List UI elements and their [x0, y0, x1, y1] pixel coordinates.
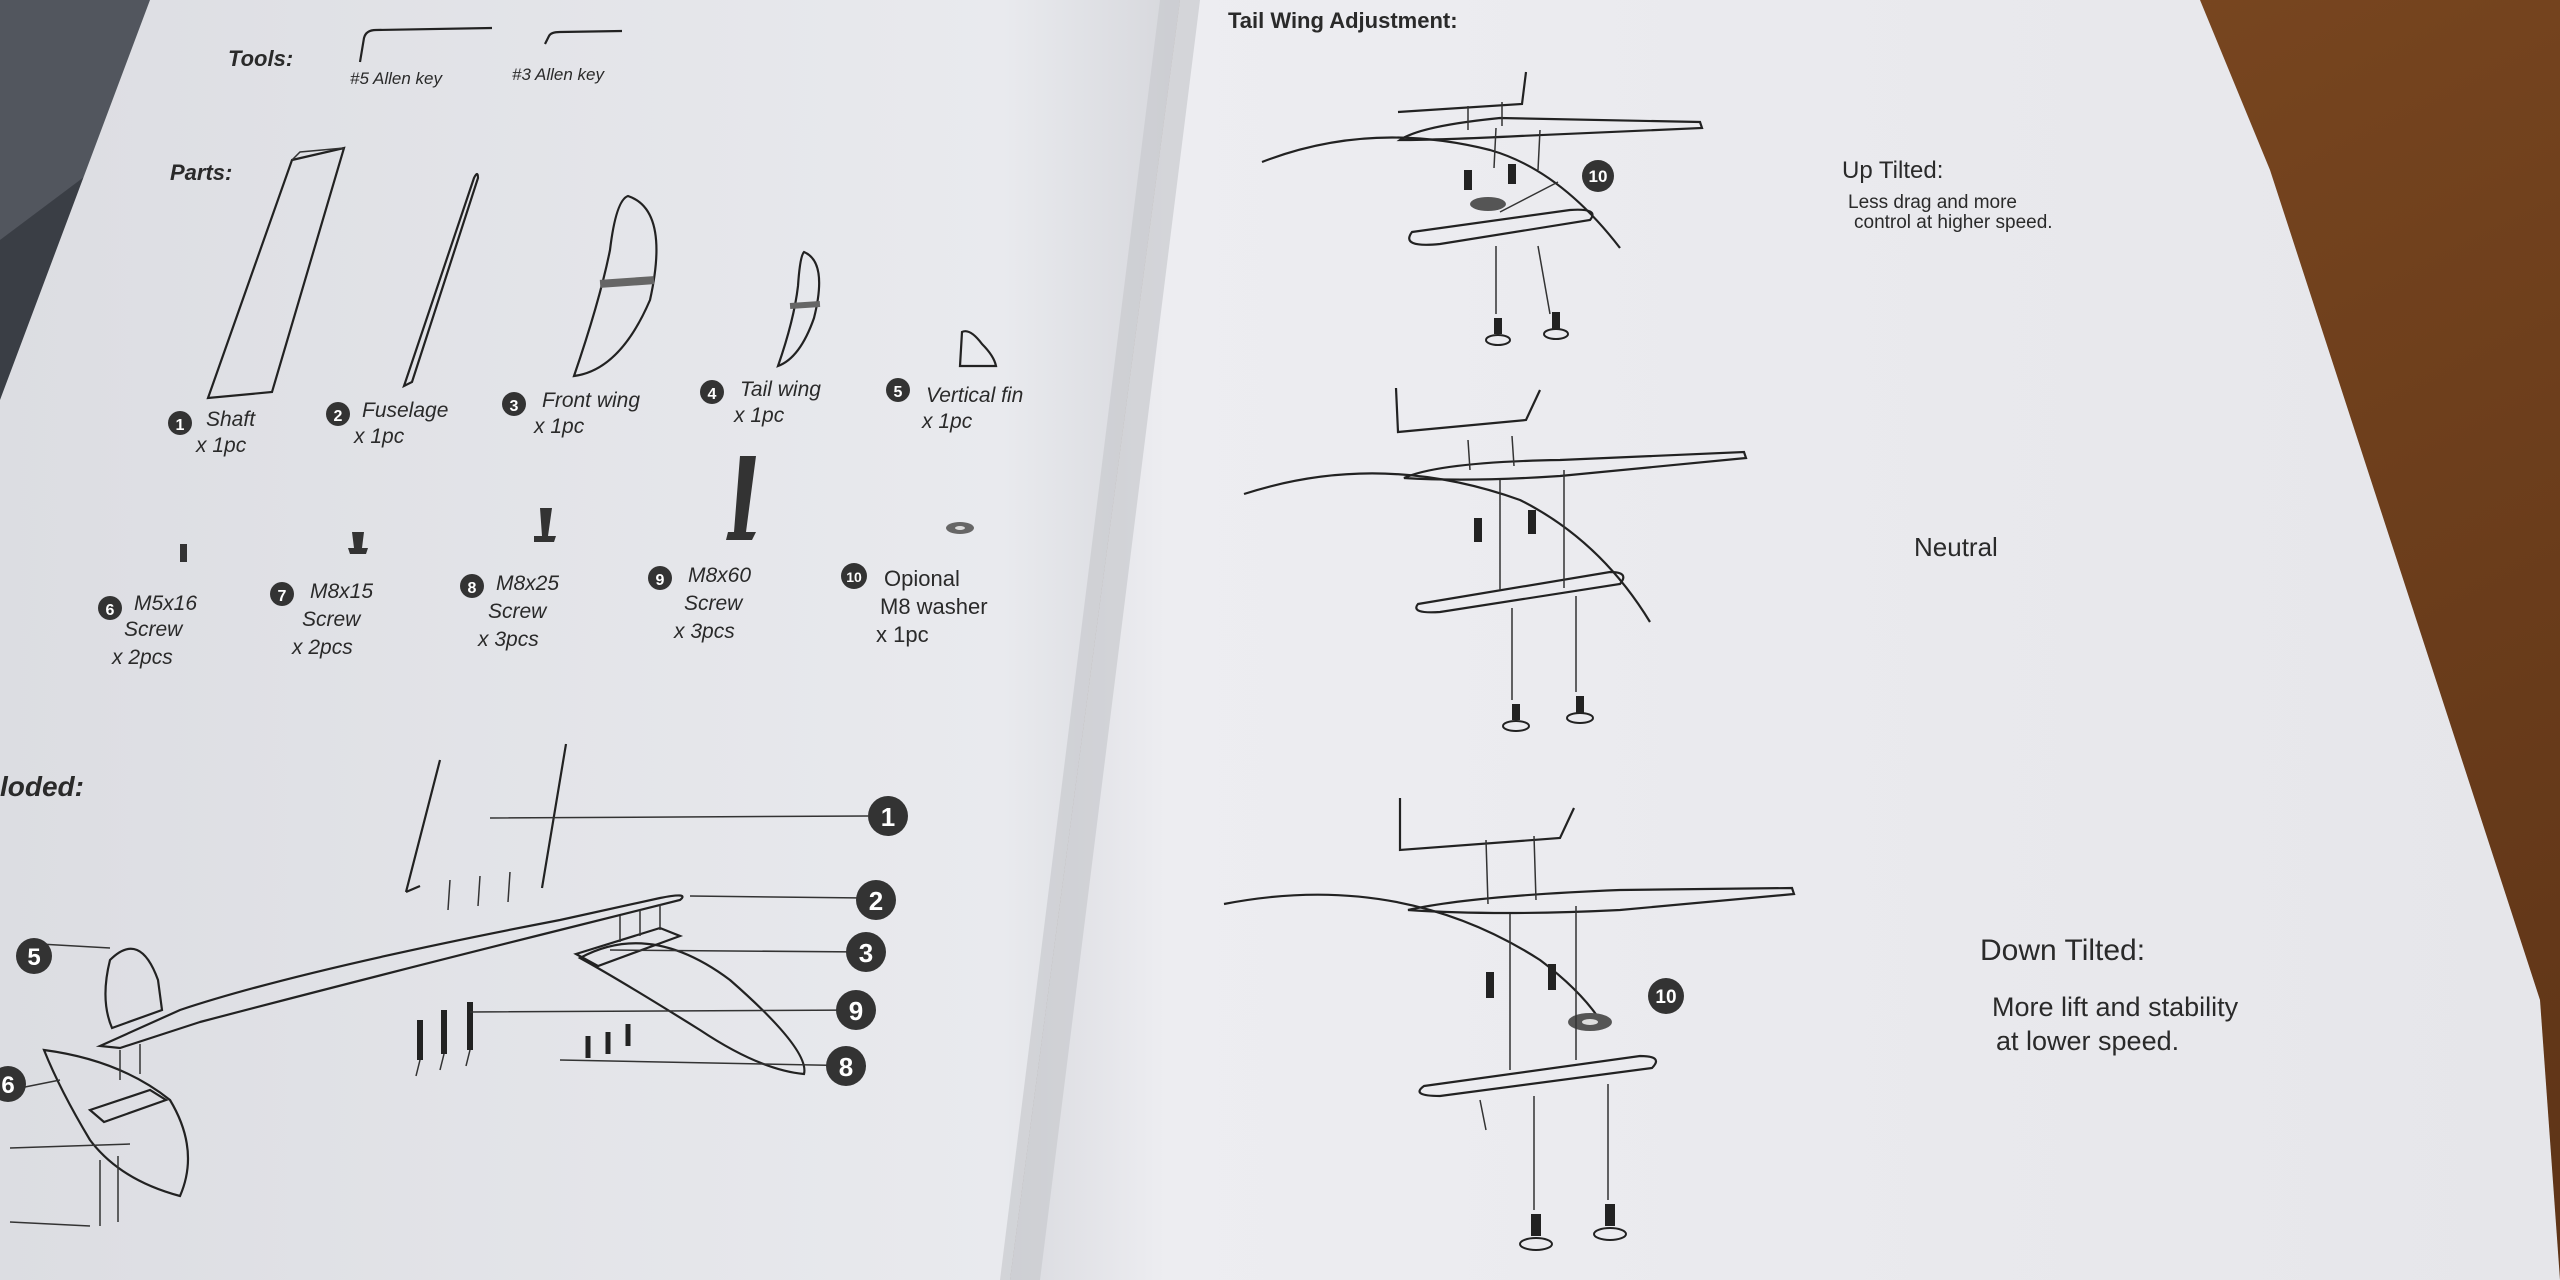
hardware-10-type: M8 washer — [880, 594, 988, 619]
svg-text:10: 10 — [846, 569, 862, 585]
hardware-9-type: Screw — [684, 592, 744, 615]
front-wing-icon — [572, 194, 658, 378]
vertical-fin-icon — [958, 330, 998, 368]
right-page-content: Tail Wing Adjustment: 10 Up Tilted: Less… — [1223, 8, 2239, 1251]
part-3-qty: x 1pc — [533, 415, 585, 438]
svg-text:10: 10 — [1655, 987, 1676, 1008]
left-page — [0, 0, 1180, 1280]
hardware-10: 10 Opional M8 washer x 1pc — [841, 563, 988, 647]
part-4: 4 Tail wing x 1pc — [700, 378, 821, 427]
hardware-6-name: M5x16 — [134, 592, 197, 615]
part-1-qty: x 1pc — [195, 434, 247, 457]
neutral-diagram — [1243, 387, 1748, 732]
hardware-9: 9 M8x60 Screw x 3pcs — [648, 564, 751, 643]
part-2-name: Fuselage — [362, 399, 448, 422]
hardware-7-name: M8x15 — [310, 580, 373, 603]
allen-key-5-icon — [358, 26, 493, 63]
right-page — [1010, 0, 2560, 1280]
hardware-6: 6 M5x16 Screw x 2pcs — [98, 592, 197, 669]
part-5-name: Vertical fin — [926, 384, 1023, 407]
fuselage-icon — [402, 172, 480, 389]
tools-heading: Tools: — [228, 46, 293, 71]
part-2-qty: x 1pc — [353, 425, 405, 448]
svg-text:3: 3 — [510, 398, 519, 415]
shaft-top-icon — [291, 147, 345, 161]
svg-text:5: 5 — [27, 944, 40, 971]
svg-text:10: 10 — [1589, 167, 1608, 186]
hardware-9-name: M8x60 — [688, 564, 751, 587]
parts-heading: Parts: — [170, 160, 232, 185]
svg-text:9: 9 — [656, 572, 665, 589]
hardware-10-qty: x 1pc — [876, 622, 929, 647]
left-page-content: Tools: #5 Allen key #3 Allen key Parts: … — [0, 26, 1023, 1227]
part-3: 3 Front wing x 1pc — [502, 389, 640, 438]
down-tilted-diagram: 10 — [1223, 798, 1796, 1251]
up-tilted-title: Up Tilted: — [1842, 157, 1943, 184]
hardware-6-type: Screw — [124, 618, 184, 641]
tool-label-5: #5 Allen key — [350, 69, 443, 88]
svg-text:1: 1 — [176, 417, 185, 434]
up-tilted-desc-1: Less drag and more — [1848, 192, 2017, 213]
hardware-6-qty: x 2pcs — [111, 646, 173, 669]
m8x25-screw-icon — [534, 508, 556, 542]
exploded-heading: loded: — [0, 771, 84, 802]
part-2: 2 Fuselage x 1pc — [326, 399, 448, 448]
m8x15-screw-icon — [348, 532, 368, 554]
part-1: 1 Shaft x 1pc — [168, 408, 256, 457]
down-tilted-desc-2: at lower speed. — [1996, 1026, 2179, 1056]
svg-text:2: 2 — [869, 886, 883, 916]
svg-text:3: 3 — [859, 938, 873, 968]
svg-text:8: 8 — [839, 1052, 853, 1082]
part-4-name: Tail wing — [740, 378, 821, 401]
hardware-10-name: Opional — [884, 566, 960, 591]
hardware-8-type: Screw — [488, 600, 548, 623]
screws-9-icon — [417, 1002, 473, 1060]
down-tilted-desc-1: More lift and stability — [1992, 992, 2239, 1022]
shaft-icon — [206, 146, 346, 400]
svg-text:6: 6 — [1, 1072, 14, 1099]
tail-wing-icon — [776, 250, 821, 368]
hardware-7-qty: x 2pcs — [291, 636, 353, 659]
up-tilted-desc-2: control at higher speed. — [1854, 212, 2053, 233]
svg-text:2: 2 — [334, 408, 343, 425]
hardware-8: 8 M8x25 Screw x 3pcs — [460, 572, 559, 651]
hardware-7: 7 M8x15 Screw x 2pcs — [270, 580, 373, 659]
tail-wing-heading: Tail Wing Adjustment: — [1228, 8, 1458, 33]
svg-text:6: 6 — [106, 602, 115, 619]
part-5: 5 Vertical fin x 1pc — [886, 378, 1023, 433]
svg-text:5: 5 — [894, 384, 903, 401]
m5x16-screw-icon — [180, 544, 187, 562]
hardware-8-qty: x 3pcs — [477, 628, 539, 651]
screws-8-icon — [585, 1024, 631, 1058]
allen-key-3-icon — [544, 29, 623, 45]
up-tilted-diagram: 10 — [1261, 71, 1704, 346]
part-4-qty: x 1pc — [733, 404, 785, 427]
hardware-9-qty: x 3pcs — [673, 620, 735, 643]
svg-text:1: 1 — [881, 802, 895, 832]
tail-wing-mount-icon — [789, 300, 821, 310]
svg-text:8: 8 — [468, 580, 477, 597]
tool-label-3: #3 Allen key — [512, 65, 605, 84]
neutral-title: Neutral — [1914, 532, 1998, 562]
part-3-name: Front wing — [542, 389, 640, 412]
part-1-name: Shaft — [206, 408, 256, 431]
exploded-callouts: 1 2 3 9 8 5 6 — [0, 796, 908, 1102]
svg-text:9: 9 — [849, 996, 863, 1026]
m8x60-screw-icon — [726, 456, 756, 540]
exploded-view — [9, 743, 869, 1227]
svg-text:7: 7 — [278, 588, 287, 605]
down-tilted-title: Down Tilted: — [1980, 934, 2145, 967]
front-wing-mount-icon — [599, 276, 655, 288]
svg-text:4: 4 — [708, 386, 717, 403]
page-fold — [1000, 0, 1200, 1280]
hardware-8-name: M8x25 — [496, 572, 559, 595]
hardware-7-type: Screw — [302, 608, 362, 631]
part-5-qty: x 1pc — [921, 410, 973, 433]
